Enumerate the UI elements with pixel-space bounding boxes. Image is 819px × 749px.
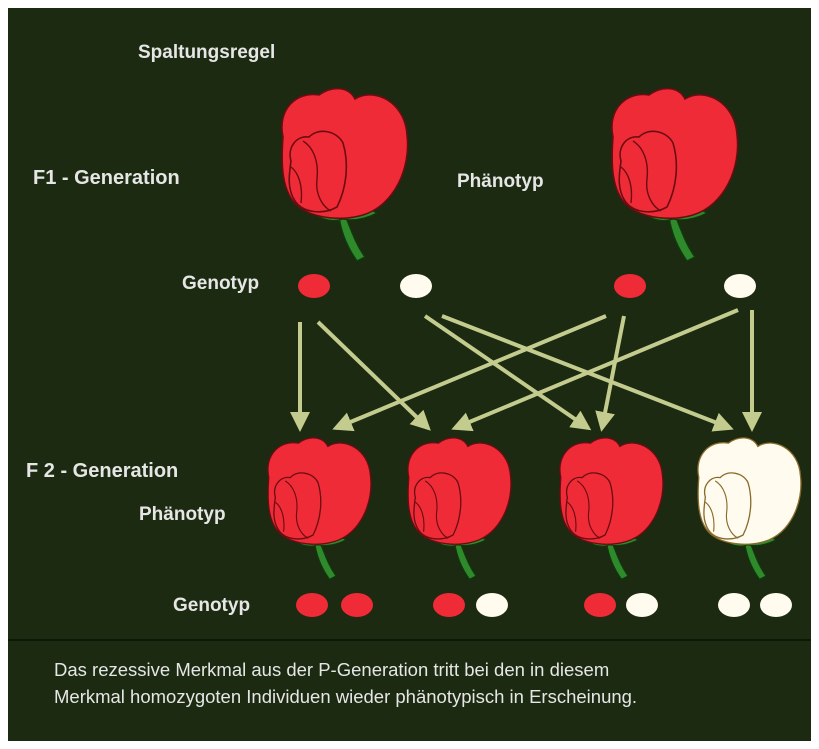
f2-allele-dominant-3-1 <box>584 593 616 617</box>
keel <box>288 130 348 213</box>
f2-allele-recessive-4-1 <box>718 593 750 617</box>
f1-phenotype-label: Phänotyp <box>457 171 544 192</box>
f2-flower-2 <box>407 437 512 581</box>
inheritance-arrow <box>332 314 607 432</box>
f1-allele-recessive-1-2 <box>400 274 432 298</box>
divider <box>8 639 811 641</box>
f2-flower-4 <box>697 437 802 581</box>
keel <box>273 472 322 540</box>
stem <box>338 214 367 262</box>
f2-genotype-label: Genotyp <box>173 595 251 616</box>
f1-generation-label: F1 - Generation <box>33 167 180 189</box>
f1-genotype-label: Genotyp <box>182 273 260 294</box>
keel <box>618 130 678 213</box>
f2-flower-3 <box>559 437 664 581</box>
f2-flower-1 <box>267 437 372 581</box>
f2-allele-recessive-3-2 <box>626 593 658 617</box>
f2-allele-recessive-4-2 <box>760 593 792 617</box>
keel-fold <box>424 480 449 539</box>
keel <box>565 472 614 540</box>
keel-fold <box>714 480 739 539</box>
keel-fold <box>302 140 332 212</box>
stem <box>744 540 767 581</box>
stem <box>668 214 697 262</box>
keel-fold <box>284 480 309 539</box>
caption-line-2: Merkmal homozygoten Individuen wieder ph… <box>54 686 638 707</box>
f2-allele-dominant-2-1 <box>433 593 465 617</box>
keel-fold <box>704 501 715 532</box>
f1-allele-dominant-2-1 <box>614 274 646 298</box>
stem <box>454 540 477 581</box>
keel-fold <box>290 166 303 204</box>
alleles-layer <box>296 274 792 617</box>
keel <box>703 472 752 540</box>
keel-fold <box>620 166 633 204</box>
keel-fold <box>414 501 425 532</box>
keel-fold <box>632 140 662 212</box>
f2-allele-dominant-1-2 <box>341 593 373 617</box>
f1-allele-recessive-2-2 <box>724 274 756 298</box>
inheritance-arrow <box>595 315 626 432</box>
caption-line-1: Das rezessive Merkmal aus der P-Generati… <box>54 659 610 680</box>
inheritance-arrow <box>451 308 739 432</box>
f2-generation-label: F 2 - Generation <box>26 460 179 482</box>
f2-allele-recessive-2-2 <box>476 593 508 617</box>
keel-fold <box>576 480 601 539</box>
flowers-layer <box>267 87 802 581</box>
f1-allele-dominant-1-1 <box>298 274 330 298</box>
stem <box>606 540 629 581</box>
keel-fold <box>566 501 577 532</box>
inheritance-arrow <box>316 320 431 431</box>
inheritance-arrows <box>290 308 762 432</box>
keel-fold <box>274 501 285 532</box>
f1-flower-2 <box>611 87 739 262</box>
f2-phenotype-label: Phänotyp <box>139 504 226 525</box>
stem <box>314 540 337 581</box>
caption: Das rezessive Merkmal aus der P-Generati… <box>54 656 794 710</box>
f2-allele-dominant-1-1 <box>296 593 328 617</box>
keel <box>413 472 462 540</box>
inheritance-arrow <box>423 314 592 431</box>
diagram-title: Spaltungsregel <box>138 42 276 63</box>
f1-flower-1 <box>281 87 409 262</box>
